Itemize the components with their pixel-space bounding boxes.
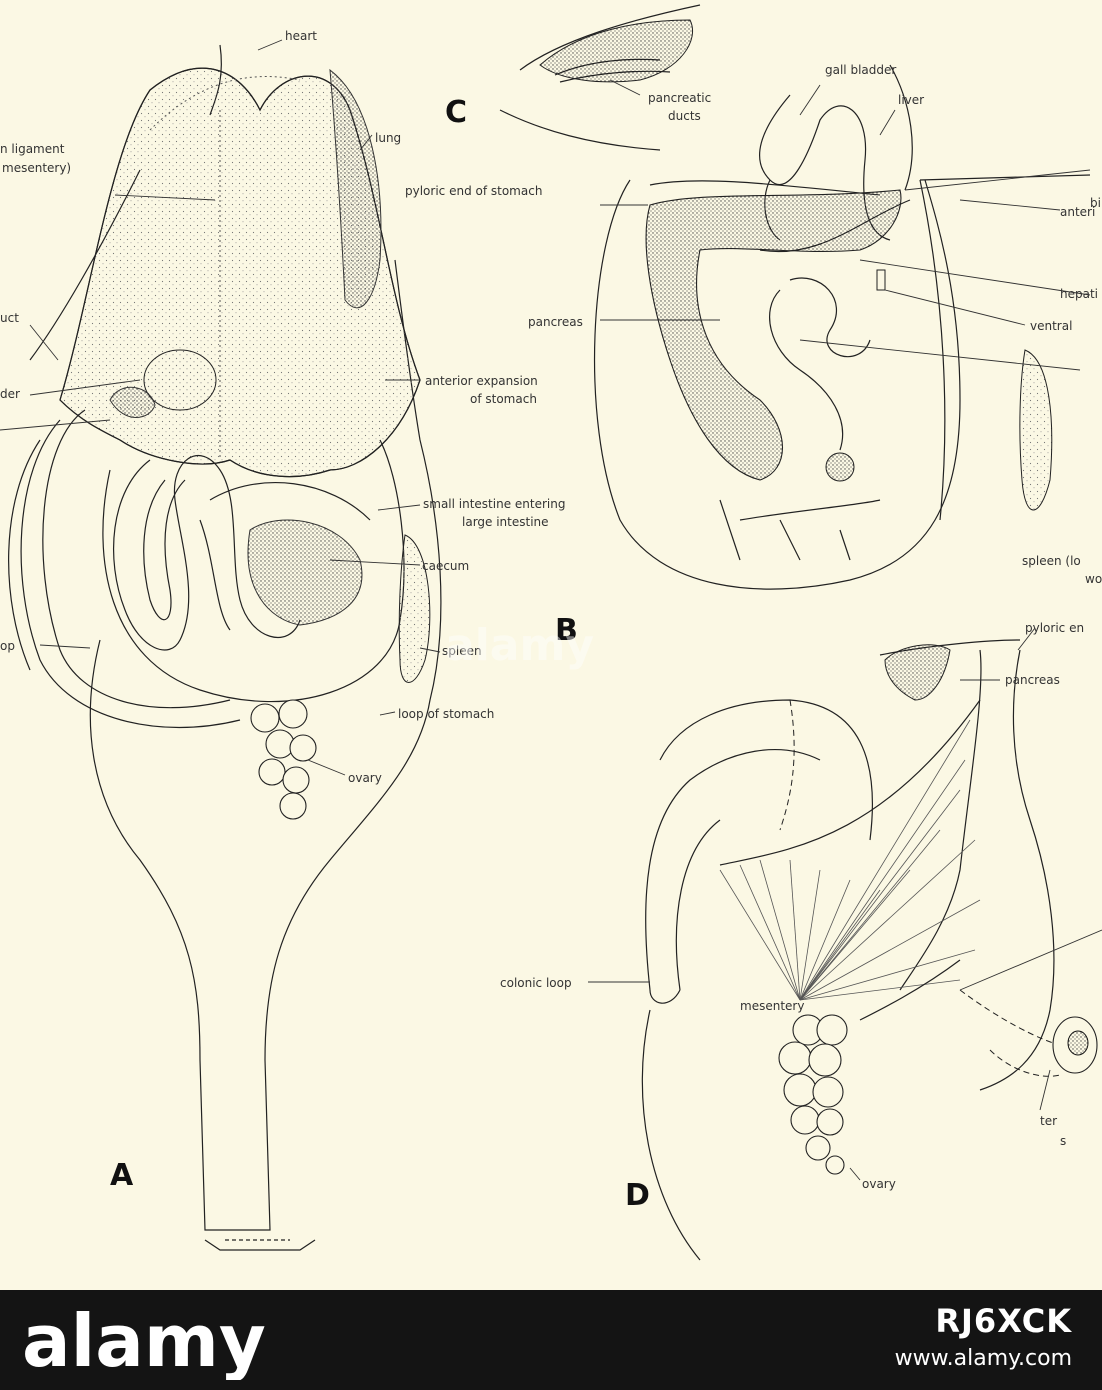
alamy-logo: alamy <box>22 1300 266 1380</box>
label-pyloric-end: pyloric end of stomach <box>405 184 542 198</box>
label-caecum: caecum <box>422 559 469 573</box>
watermark: alamy <box>445 620 594 671</box>
ovary-a <box>250 699 317 820</box>
label-ovary-a: ovary <box>348 771 382 785</box>
site-url: www.alamy.com <box>894 1346 1072 1371</box>
panel-letter-a: A <box>110 1158 134 1193</box>
label-liver: liver <box>898 93 924 107</box>
label-bi-partial: bi <box>1090 196 1101 210</box>
label-pyloric-en-partial: pyloric en <box>1025 621 1084 635</box>
label-pancreas-d: pancreas <box>1005 673 1060 687</box>
logo-text: alamy <box>22 1300 266 1380</box>
labels: heart lung n ligament mesentery) uct der… <box>0 29 1102 1213</box>
label-spleen-a: spleen <box>442 644 482 658</box>
label-mesentery: mesentery <box>740 999 804 1013</box>
label-small-intestine-sub: large intestine <box>462 515 549 529</box>
ovary-d <box>778 1014 848 1175</box>
label-hepati-partial: hepati <box>1060 287 1098 301</box>
label-gall-bladder: gall bladder <box>825 63 896 77</box>
spleen-a <box>398 534 431 683</box>
label-heart: heart <box>285 29 317 43</box>
panel-letter-c: C <box>445 95 467 130</box>
panel-b-drawing <box>593 64 1091 590</box>
label-s-partial: s <box>1060 1134 1066 1148</box>
label-ventral-partial: ventral <box>1030 319 1072 333</box>
label-ligament-sub: mesentery) <box>2 161 71 175</box>
label-pancreatic: pancreatic <box>648 91 711 105</box>
label-ligament: n ligament <box>0 142 65 156</box>
panel-letter-b: B <box>555 613 578 648</box>
footer-bar: alamy RJ6XCK www.alamy.com <box>0 1290 1102 1390</box>
label-anterior-expansion-sub: of stomach <box>470 392 537 406</box>
panel-c-drawing <box>499 4 701 151</box>
panel-a-drawing <box>0 39 442 1251</box>
anatomy-figure: heart lung n ligament mesentery) uct der… <box>0 4 1102 1261</box>
label-spleen-b-sub: wo <box>1085 572 1102 586</box>
label-pancreas-b: pancreas <box>528 315 583 329</box>
label-small-intestine: small intestine entering <box>423 497 565 511</box>
image-id: RJ6XCK <box>935 1302 1072 1340</box>
pancreas-b <box>645 189 902 481</box>
label-ter-partial: ter <box>1040 1114 1057 1128</box>
label-duct-partial: uct <box>0 311 19 325</box>
label-spleen-b: spleen (lo <box>1022 554 1081 568</box>
label-anterior-expansion: anterior expansion <box>425 374 538 388</box>
gall-bladder-a <box>143 349 217 411</box>
label-loop-partial: op <box>0 639 15 653</box>
label-anteri-partial: anteri <box>1060 205 1095 219</box>
label-ovary-d: ovary <box>862 1177 896 1191</box>
label-bladder-partial: der <box>0 387 20 401</box>
label-ducts: ducts <box>668 109 701 123</box>
caecum-a <box>247 519 363 626</box>
label-loop-of-stomach: loop of stomach <box>398 707 494 721</box>
panel-d-drawing <box>588 627 1102 1261</box>
label-lung: lung <box>375 131 401 145</box>
panel-letter-d: D <box>625 1178 650 1213</box>
label-colonic-loop: colonic loop <box>500 976 572 990</box>
